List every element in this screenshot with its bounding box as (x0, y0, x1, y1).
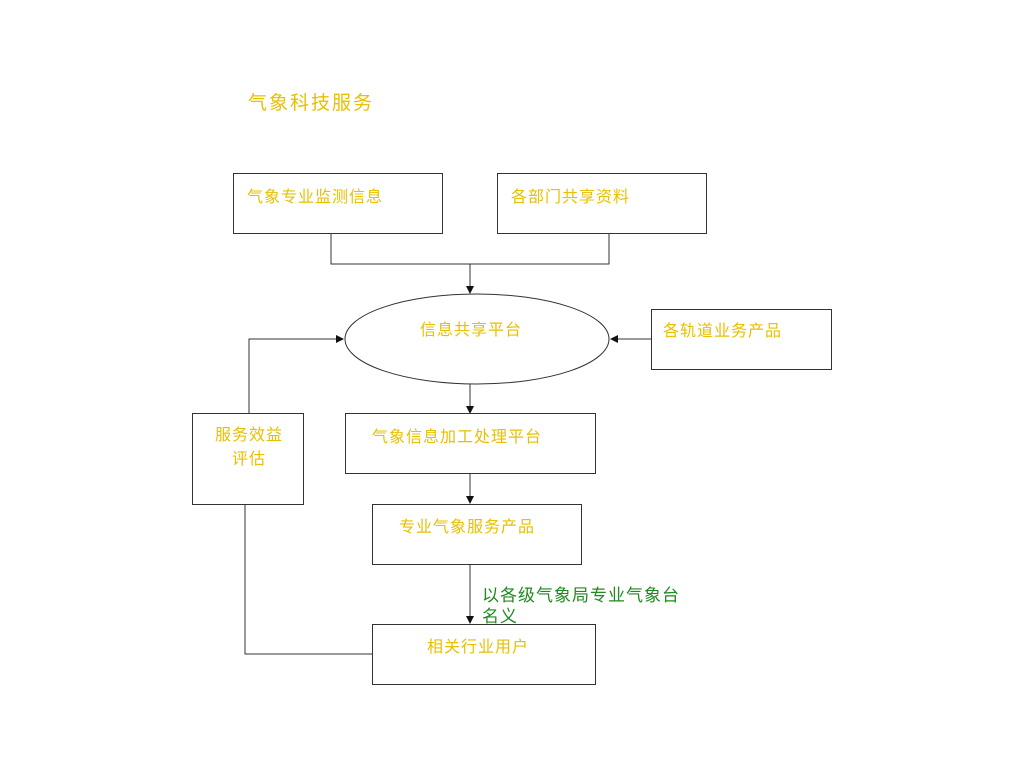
evaluation-label: 服务效益评估 (214, 425, 283, 468)
feedback-line (244, 505, 372, 655)
platform-ellipse (344, 293, 610, 385)
orbit-products-box: 各轨道业务产品 (651, 309, 832, 370)
processing-platform-box: 气象信息加工处理平台 (345, 413, 596, 474)
shared-materials-label: 各部门共享资料 (511, 187, 631, 206)
service-products-box: 专业气象服务产品 (372, 504, 582, 565)
arrow-eval-to-platform (248, 335, 344, 413)
monitoring-info-label: 气象专业监测信息 (247, 187, 384, 206)
industry-users-box: 相关行业用户 (372, 624, 596, 685)
diagram-title: 气象科技服务 (248, 92, 375, 114)
platform-node: 信息共享平台 (345, 294, 609, 384)
orbit-products-label: 各轨道业务产品 (663, 321, 783, 340)
industry-users-label: 相关行业用户 (427, 637, 530, 656)
merge-line (330, 234, 610, 265)
service-products-label: 专业气象服务产品 (399, 517, 536, 536)
monitoring-info-box: 气象专业监测信息 (233, 173, 443, 234)
platform-label: 信息共享平台 (420, 320, 523, 339)
edge-note: 以各级气象局专业气象台名义 (482, 586, 680, 627)
processing-platform-label: 气象信息加工处理平台 (372, 427, 543, 446)
shared-materials-box: 各部门共享资料 (497, 173, 707, 234)
evaluation-box: 服务效益评估 (192, 413, 304, 505)
